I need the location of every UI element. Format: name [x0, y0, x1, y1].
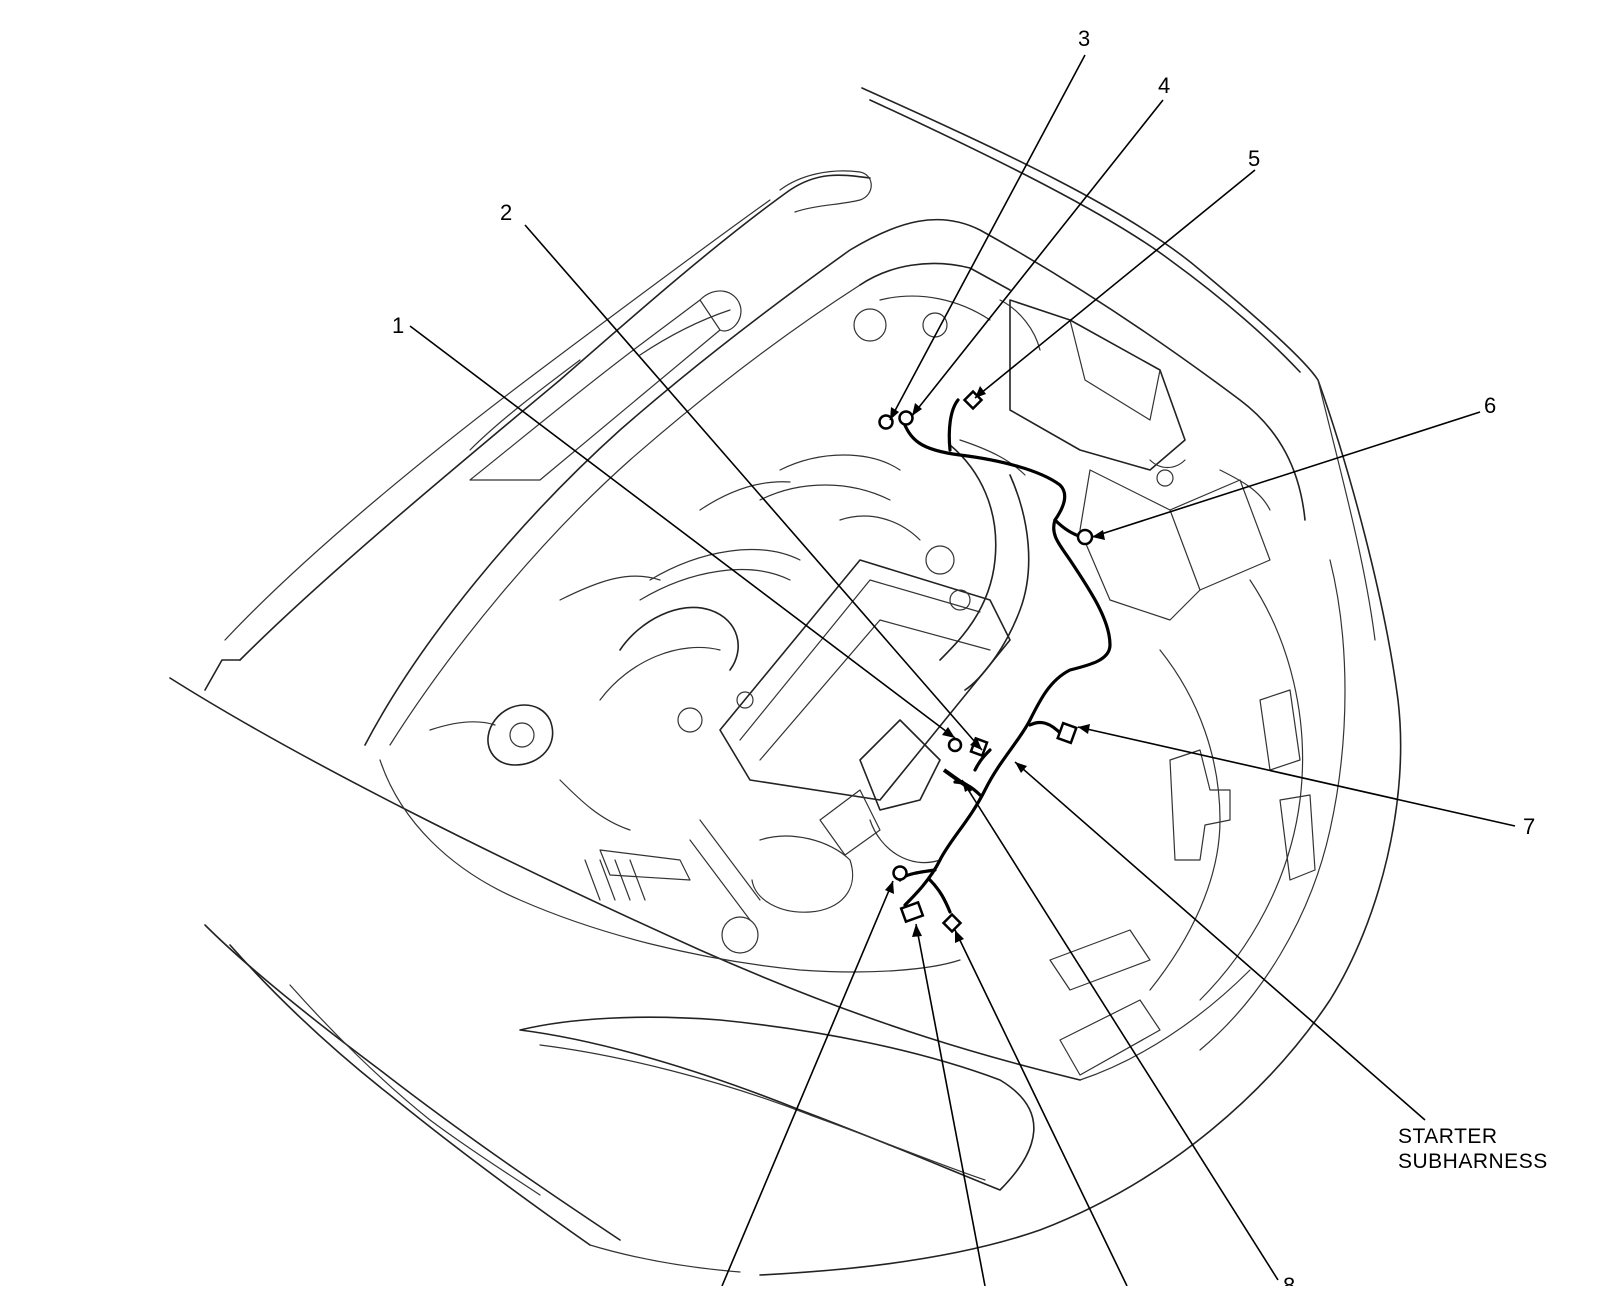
callout-2: 2	[500, 200, 512, 225]
leader-9	[721, 880, 894, 1287]
leader-8	[961, 779, 1279, 1281]
leader-lines	[409, 54, 1516, 1287]
engine-bay-frame	[364, 218, 1346, 1081]
callout-3: 3	[1078, 26, 1090, 51]
intake-hoses	[699, 295, 1041, 691]
leader-5	[974, 169, 1256, 399]
body-outline	[169, 87, 1402, 1276]
connector-6	[1076, 528, 1094, 546]
callout-7: 7	[1523, 814, 1535, 839]
leader-6	[1091, 411, 1481, 538]
ground-bolt-lower	[892, 865, 908, 881]
callout-6: 6	[1484, 393, 1496, 418]
ground-bolt-4	[898, 410, 914, 426]
callout-5: 5	[1248, 146, 1260, 171]
leader-11	[954, 929, 1128, 1287]
callout-8: 8	[1283, 1273, 1295, 1286]
clip-lower	[941, 912, 963, 934]
clip-7	[1056, 721, 1078, 745]
callout-4: 4	[1158, 73, 1170, 98]
leader-3	[889, 54, 1086, 421]
leader-10	[915, 923, 986, 1287]
bolt-1	[947, 737, 963, 753]
leader-7	[1077, 726, 1516, 827]
leader-starter-subharness	[1014, 761, 1426, 1121]
starter-connector	[899, 900, 925, 924]
hood-panel	[204, 170, 872, 691]
engine-block	[559, 549, 1011, 864]
battery-box	[1009, 299, 1271, 621]
caption-line-1: STARTER	[1398, 1125, 1498, 1148]
leader-4	[911, 99, 1164, 417]
callout-labels: 1 2 3 4 5 6 7 8	[392, 26, 1535, 1291]
starter-subharness	[898, 398, 1112, 914]
starter-subharness-caption: STARTER SUBHARNESS	[1398, 1125, 1548, 1173]
radiator-support	[429, 704, 854, 954]
harness-connectors	[878, 389, 1094, 934]
leader-1	[409, 325, 956, 739]
leader-2	[524, 224, 983, 751]
ground-bolt-3	[878, 414, 894, 430]
callout-1: 1	[392, 313, 404, 338]
caption-line-2: SUBHARNESS	[1398, 1150, 1548, 1173]
